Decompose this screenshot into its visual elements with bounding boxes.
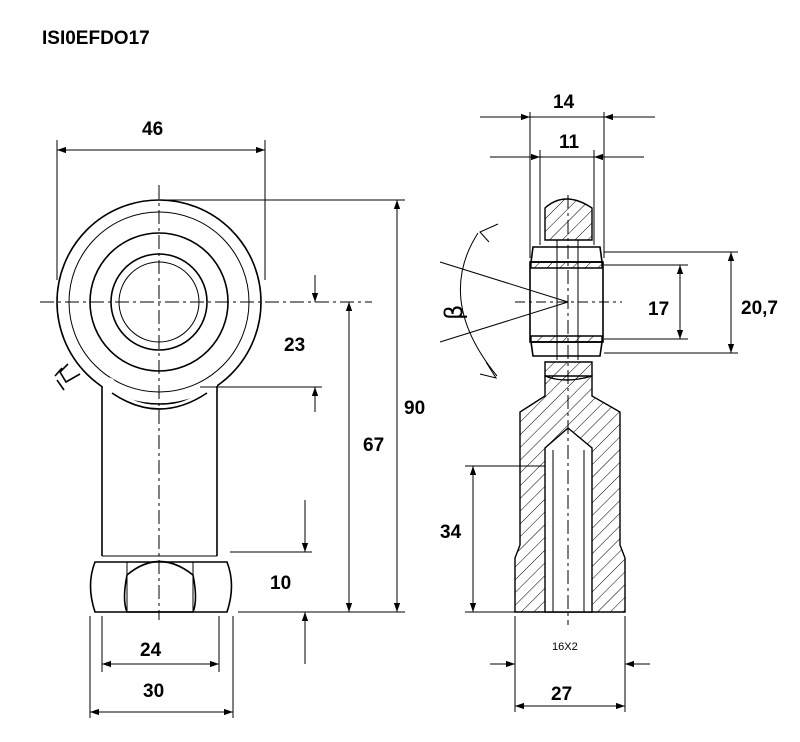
dim-inner-ring-width: 11: [559, 132, 580, 153]
tilt-angle-label: β: [440, 305, 468, 320]
dim-hex-height: 10: [270, 573, 291, 594]
dim-bore-diameter: 17: [648, 299, 669, 320]
thread-spec-label: 16X2: [552, 641, 578, 653]
part-number-title: ISI0EFDO17: [42, 28, 150, 49]
ball-top-section: [544, 198, 593, 241]
side-view: 14 11 17 20,7 34 16X2 27: [439, 92, 778, 712]
dim-hex-inner: 24: [140, 640, 162, 661]
neck-shoulder-arc: [111, 392, 208, 410]
tilt-arc: [459, 232, 498, 377]
dim-center-to-neck: 23: [284, 335, 305, 356]
dim-ball-diameter: 20,7: [741, 298, 778, 319]
dim-shank-width: 27: [551, 684, 572, 705]
dim-eye-width: 46: [142, 119, 163, 140]
dim-ball-width: 14: [553, 92, 575, 113]
grease-nipple-icon: [54, 363, 81, 391]
ball-body: [529, 261, 604, 343]
front-view: 46 90 67 23 10 24 30: [40, 119, 425, 718]
dim-center-to-end: 67: [363, 435, 384, 456]
dim-thread-depth: 34: [440, 522, 462, 543]
dim-total-length: 90: [404, 398, 425, 419]
dim-hex-outer: 30: [143, 681, 164, 702]
hex-nut: [89, 555, 233, 613]
